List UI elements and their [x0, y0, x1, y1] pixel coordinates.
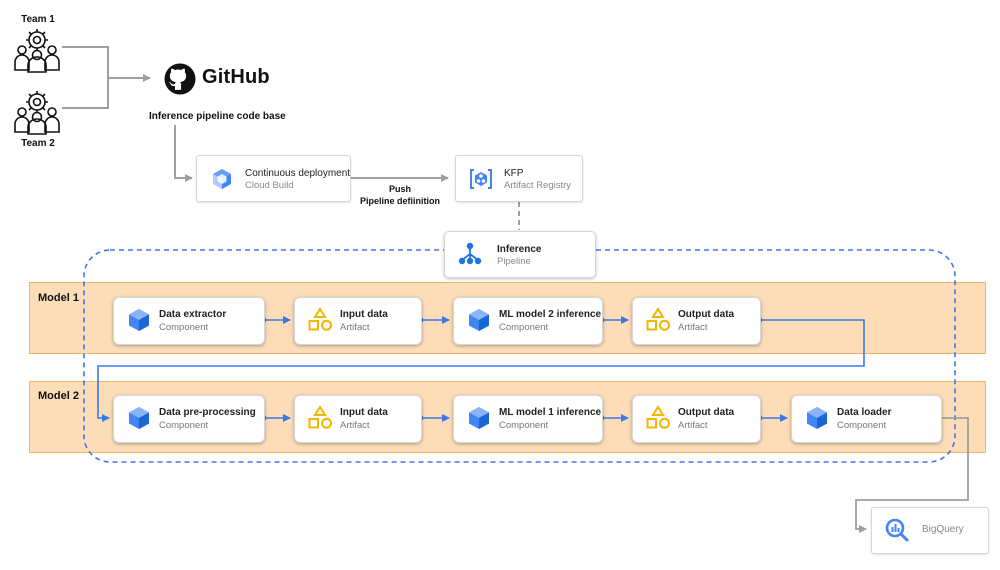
cloud-build-title: Continuous deployment: [245, 168, 351, 179]
node-title: Data pre-processing: [159, 407, 256, 418]
push-label: Push Pipeline defiinition: [350, 183, 450, 207]
model-1-data-extractor-card[interactable]: Data extractor Component: [113, 297, 265, 345]
bigquery-card[interactable]: BigQuery: [871, 507, 989, 554]
pipeline-title: Inference: [497, 244, 542, 255]
model-2-input-data-card[interactable]: Input data Artifact: [294, 395, 422, 443]
inference-pipeline-card[interactable]: Inference Pipeline: [444, 231, 596, 278]
node-title: Input data: [340, 407, 388, 418]
code-base-caption: Inference pipeline code base: [149, 111, 286, 122]
cloud-build-subtitle: Cloud Build: [245, 180, 294, 191]
artifact-shapes-icon: [307, 307, 333, 333]
node-subtitle: Component: [499, 322, 549, 333]
team-1-group-icon: [12, 26, 62, 74]
model-2-output-data-card[interactable]: Output data Artifact: [632, 395, 761, 443]
pipeline-subtitle: Pipeline: [497, 256, 531, 267]
artifact-registry-icon: [468, 166, 494, 192]
team-2-group-icon: [12, 88, 62, 136]
kfp-registry-card[interactable]: KFP Artifact Registry: [455, 155, 583, 202]
team-merge-connector: [62, 46, 151, 109]
node-title: Output data: [678, 407, 735, 418]
kfp-subtitle: Artifact Registry: [504, 180, 572, 191]
cube-icon: [126, 405, 152, 431]
model-2-data-preprocessing-card[interactable]: Data pre-processing Component: [113, 395, 265, 443]
cloud-build-card[interactable]: Continuous deployment Cloud Build: [196, 155, 351, 202]
model-1-output-data-card[interactable]: Output data Artifact: [632, 297, 761, 345]
node-subtitle: Artifact: [678, 322, 708, 333]
cube-icon: [466, 405, 492, 431]
cube-icon: [804, 405, 830, 431]
node-subtitle: Artifact: [340, 322, 370, 333]
artifact-shapes-icon: [645, 405, 671, 431]
node-subtitle: Artifact: [340, 420, 370, 431]
cube-icon: [126, 307, 152, 333]
model-1-ml-model-2-inference-card[interactable]: ML model 2 inference Component: [453, 297, 603, 345]
node-title: Input data: [340, 309, 388, 320]
artifact-shapes-icon: [307, 405, 333, 431]
github-wordmark: GitHub: [202, 66, 270, 88]
bigquery-icon: [884, 517, 910, 543]
model-1-label: Model 1: [38, 292, 79, 304]
node-title: ML model 2 inference: [499, 309, 602, 320]
node-title: Data extractor: [159, 309, 227, 320]
model-2-data-loader-card[interactable]: Data loader Component: [791, 395, 942, 443]
cube-icon: [466, 307, 492, 333]
artifact-shapes-icon: [645, 307, 671, 333]
loader-to-bigquery-connector: [855, 417, 969, 533]
team-2-label: Team 2: [21, 138, 55, 149]
github-to-cloudbuild-connector: [174, 125, 193, 182]
node-subtitle: Component: [837, 420, 887, 431]
push-line-2: Pipeline defiinition: [359, 196, 440, 206]
node-subtitle: Component: [159, 322, 209, 333]
node-subtitle: Component: [499, 420, 549, 431]
model-2-ml-model-1-inference-card[interactable]: ML model 1 inference Component: [453, 395, 603, 443]
node-title: Output data: [678, 309, 735, 320]
node-title: ML model 1 inference: [499, 407, 602, 418]
push-line-1: Push: [388, 184, 411, 194]
node-subtitle: Artifact: [678, 420, 708, 431]
model-1-input-data-card[interactable]: Input data Artifact: [294, 297, 422, 345]
node-subtitle: Component: [159, 420, 209, 431]
github-logo-icon: [164, 63, 196, 95]
kfp-title: KFP: [504, 168, 524, 179]
model-2-label: Model 2: [38, 390, 79, 402]
bigquery-label: BigQuery: [922, 524, 964, 535]
pipeline-tree-icon: [457, 241, 483, 267]
team-1-label: Team 1: [21, 14, 55, 25]
cloud-build-icon: [209, 166, 235, 192]
node-title: Data loader: [837, 407, 892, 418]
